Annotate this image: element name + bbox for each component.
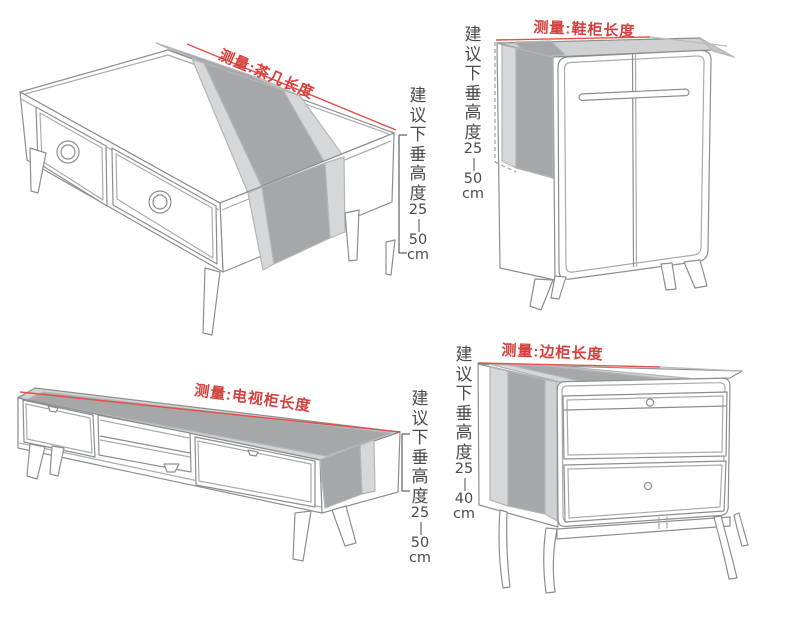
note-char: 下: [411, 428, 429, 447]
runner-dark-band-top: [26, 392, 392, 456]
note-char: 高: [409, 164, 427, 183]
note-char: 度: [411, 486, 429, 506]
drawer-knob: [646, 399, 653, 406]
cabinet-legs: [27, 444, 356, 561]
runner-hanging-right: [320, 440, 375, 508]
drop-height-bracket: [402, 434, 410, 491]
shoe-cabinet-illustration: [455, 0, 790, 325]
runner-hanging-left: [490, 367, 557, 521]
note-char: 议: [411, 408, 429, 428]
door-divider: [633, 55, 634, 268]
note-unit: cm: [408, 550, 432, 566]
note-char: 度: [464, 122, 482, 142]
note-char: 度: [455, 442, 473, 462]
measure-line: [20, 392, 400, 432]
range-dash: —: [412, 521, 429, 536]
drawer-top: [563, 392, 727, 459]
note-char: 建: [409, 86, 427, 105]
note-min: 25: [454, 461, 474, 477]
drawer-right: [195, 437, 315, 507]
note-unit: cm: [461, 186, 485, 202]
note-char: 议: [409, 105, 427, 125]
note-unit: cm: [406, 247, 430, 263]
cabinet-legs: [530, 260, 707, 310]
open-shelf: [98, 415, 191, 472]
note-char: 垂: [411, 447, 429, 467]
note-char: 高: [455, 423, 473, 442]
measure-line: [478, 363, 660, 367]
side-cabinet-illustration: [450, 330, 790, 618]
note-char: 下: [455, 384, 473, 403]
note-min: 25: [463, 141, 483, 157]
note-char: 下: [409, 125, 427, 144]
note-char: 议: [455, 364, 473, 384]
measure-label-side-cabinet: 测量:边柜长度: [501, 341, 604, 364]
note-min: 25: [410, 505, 430, 521]
drop-height-note-coffee-table: 建 议 下 垂 高 度 25 — 50 cm: [404, 86, 432, 263]
note-char: 高: [464, 103, 482, 122]
door-handle-bar: [579, 89, 689, 100]
table-runner-top: [192, 59, 344, 193]
drawer-right: [112, 148, 217, 264]
coffee-table-illustration: [0, 30, 440, 340]
note-char: 建: [455, 345, 473, 364]
drawer-left: [23, 400, 95, 457]
range-dash: —: [456, 477, 473, 492]
note-char: 建: [411, 389, 429, 408]
note-char: 建: [464, 25, 482, 44]
cabinet-legs: [499, 510, 748, 593]
note-max: 50: [408, 232, 428, 248]
note-max: 50: [410, 535, 430, 551]
drawer-left: [36, 107, 107, 206]
note-char: 垂: [455, 403, 473, 423]
drop-height-note-shoe-cabinet: 建 议 下 垂 高 度 25 — 50 cm: [459, 25, 487, 202]
drop-height-note-side-cabinet: 建 议 下 垂 高 度 25 — 40 cm: [450, 345, 478, 522]
note-char: 度: [409, 183, 427, 203]
drop-height-dashed-line: [495, 42, 516, 172]
measure-line: [187, 44, 396, 130]
runner-right-flap: [700, 38, 734, 57]
note-max: 50: [463, 171, 483, 187]
note-char: 下: [464, 64, 482, 83]
measure-label-shoe-cabinet: 测量:鞋柜长度: [533, 18, 636, 41]
measure-line: [496, 37, 650, 40]
note-char: 垂: [409, 144, 427, 164]
drawer-notch-handle: [48, 406, 58, 412]
range-dash: —: [410, 218, 427, 233]
runner-hanging-left: [502, 45, 553, 178]
cabinet-doors: [558, 50, 711, 279]
range-dash: —: [465, 157, 482, 172]
base-frame: [557, 517, 730, 540]
note-char: 议: [464, 44, 482, 64]
note-char: 垂: [464, 83, 482, 103]
note-char: 高: [411, 467, 429, 486]
drop-height-note-tv-cabinet: 建 议 下 垂 高 度 25 — 50 cm: [406, 389, 434, 566]
tv-cabinet-illustration: [0, 360, 440, 575]
drop-height-bracket: [399, 135, 407, 253]
drawer-notch-handle: [248, 450, 258, 456]
note-min: 25: [408, 202, 428, 218]
note-unit: cm: [452, 506, 476, 522]
drawer-bottom: [564, 461, 726, 522]
table-legs: [30, 148, 395, 335]
drawer-knob: [644, 482, 651, 489]
note-max: 40: [454, 491, 474, 507]
table-runner-hanging: [248, 157, 345, 270]
